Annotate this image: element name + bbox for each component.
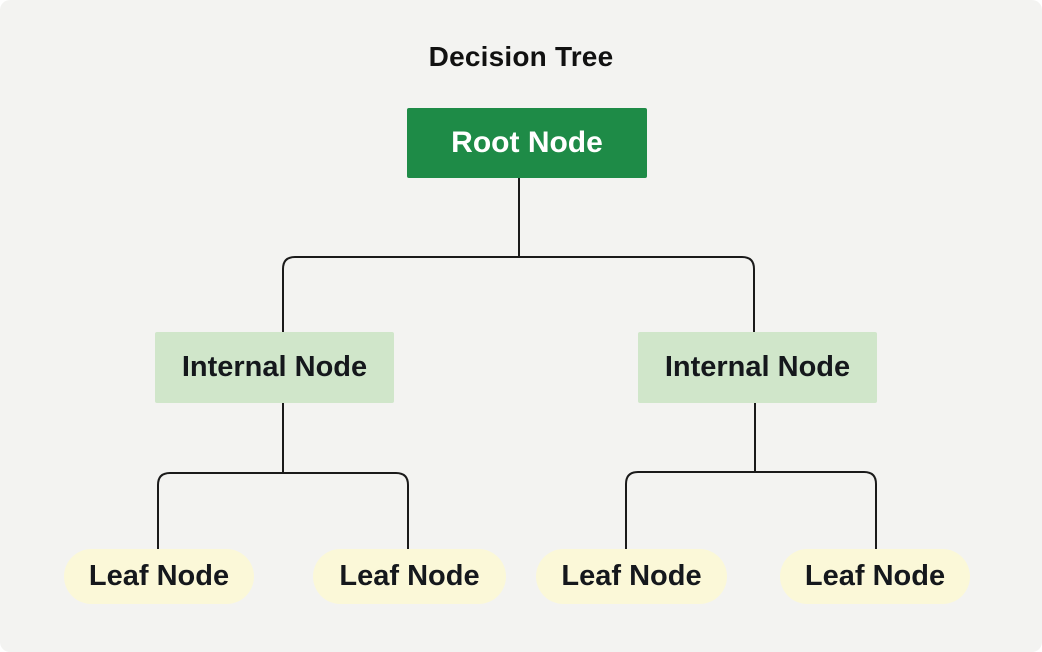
connector-right-leaf-bracket <box>625 471 877 550</box>
leaf-node-3: Leaf Node <box>536 549 727 604</box>
internal-node-right: Internal Node <box>638 332 877 403</box>
leaf-node-2: Leaf Node <box>313 549 506 604</box>
diagram-title: Decision Tree <box>428 41 614 72</box>
leaf-node-4: Leaf Node <box>780 549 970 604</box>
root-node: Root Node <box>407 108 647 178</box>
connector-left-leaf-bracket <box>157 472 409 550</box>
leaf-node-1: Leaf Node <box>64 549 254 604</box>
internal-node-left: Internal Node <box>155 332 394 403</box>
connector-level1-bracket <box>282 256 755 333</box>
